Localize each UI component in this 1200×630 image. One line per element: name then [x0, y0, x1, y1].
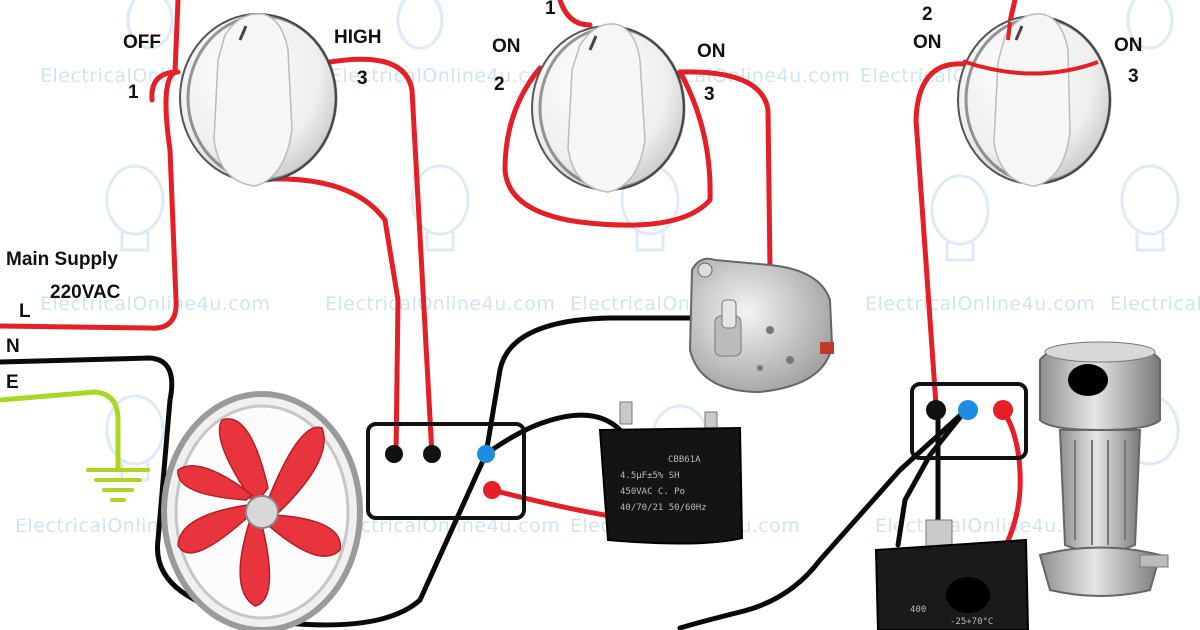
capacitor-1: CBB61A 4.5μF±5% SH 450VAC C. Po 40/70/21…	[598, 401, 744, 545]
switch1-high-label: HIGH	[334, 27, 382, 48]
wire-switch2-loop	[502, 65, 713, 228]
capacitor-2-rating: 400	[910, 605, 926, 615]
watermark: ElectricalOnline4u.com	[330, 65, 560, 87]
ground-icon	[86, 468, 150, 502]
supply-title: Main Supply	[6, 249, 118, 270]
wire-switch3-bridge-top	[964, 60, 1099, 76]
junction-box-1	[366, 422, 526, 520]
rotary-switch-1[interactable]	[179, 13, 338, 187]
terminal-blue	[477, 445, 495, 463]
switch3-right-number: 3	[1128, 66, 1139, 87]
neutral-wire-motor	[483, 315, 693, 457]
watermark: ElectricalOnline4u.com	[865, 293, 1095, 315]
rotary-switch-3[interactable]	[957, 13, 1112, 187]
supply-line-label: L	[19, 301, 31, 322]
fan-blade	[266, 514, 341, 557]
switch1-off-number: 1	[128, 82, 139, 103]
fan-blade	[177, 465, 254, 501]
terminal-red	[993, 400, 1013, 420]
capacitor-2: 400 -25+70°C	[874, 519, 1030, 630]
wire-switch2-top	[557, 0, 593, 28]
terminal-red	[483, 481, 501, 499]
wire-switch3-entry	[1006, 21, 1012, 41]
pointer-icon	[238, 25, 248, 41]
wire-pump-capacitor	[895, 407, 969, 548]
capacitor-1-rating: 4.5μF±5% SH	[620, 471, 680, 481]
switch1-high-number: 3	[357, 68, 368, 89]
watermark: ElectricalOnline4u.com	[330, 515, 560, 537]
supply-earth-label: E	[6, 372, 19, 393]
wire-capacitor2	[1000, 407, 1023, 548]
earth-wire	[0, 389, 121, 473]
wire-switch2-motor	[677, 69, 773, 273]
capacitor-1-model: CBB61A	[668, 455, 701, 465]
labels: OFF 1 HIGH 3 1 ON 2 ON 3 2 ON ON 3 Main …	[6, 0, 1143, 393]
neutral-wire-capacitor1	[483, 412, 623, 457]
switch3-top-number: 2	[922, 4, 933, 25]
fan-blade	[177, 504, 251, 554]
watermark: ElectricalOnline4u.com	[40, 293, 270, 315]
terminal-black	[423, 445, 441, 463]
switch2-left-number: 2	[494, 74, 505, 95]
terminal-black	[926, 400, 946, 420]
switch3-on-right: ON	[1114, 35, 1143, 56]
junction-box-2	[910, 382, 1028, 460]
capacitor-1-freq: 40/70/21 50/60Hz	[620, 503, 707, 513]
live-wire	[0, 0, 181, 331]
capacitor-1-voltage: 450VAC C. Po	[620, 487, 685, 497]
wire-switch1-high	[327, 56, 435, 458]
terminal-black	[385, 445, 403, 463]
fan-blade	[267, 426, 325, 517]
pointer-icon	[588, 35, 598, 51]
supply-voltage: 220VAC	[50, 282, 121, 303]
capacitor-2-temp: -25+70°C	[950, 617, 993, 627]
switch2-on-left: ON	[492, 36, 521, 57]
synchronous-motor	[688, 257, 834, 394]
wire-switch3-out	[913, 61, 965, 408]
fan-hub	[245, 495, 279, 529]
pointer-icon	[1014, 25, 1024, 41]
switch2-top-number: 1	[545, 0, 556, 19]
pump-label-cover	[1068, 364, 1108, 396]
watermark: ElectricalOnline4u.com	[325, 293, 555, 315]
neutral-wire-pump	[677, 407, 969, 630]
neutral-wires	[0, 315, 969, 630]
switch3-on-left: ON	[913, 32, 942, 53]
fan-blade	[218, 418, 269, 507]
rotary-switch-2[interactable]	[531, 23, 686, 193]
terminal-blue	[958, 400, 978, 420]
fan-blade	[239, 518, 271, 607]
watermark: ElectricalOnline4u.com	[1110, 293, 1200, 315]
exhaust-fan	[161, 391, 363, 630]
water-pump	[1038, 341, 1169, 597]
switch2-on-right: ON	[697, 41, 726, 62]
switch1-off-label: OFF	[123, 32, 161, 53]
switch2-right-number: 3	[704, 84, 715, 105]
supply-neutral-label: N	[6, 336, 20, 357]
